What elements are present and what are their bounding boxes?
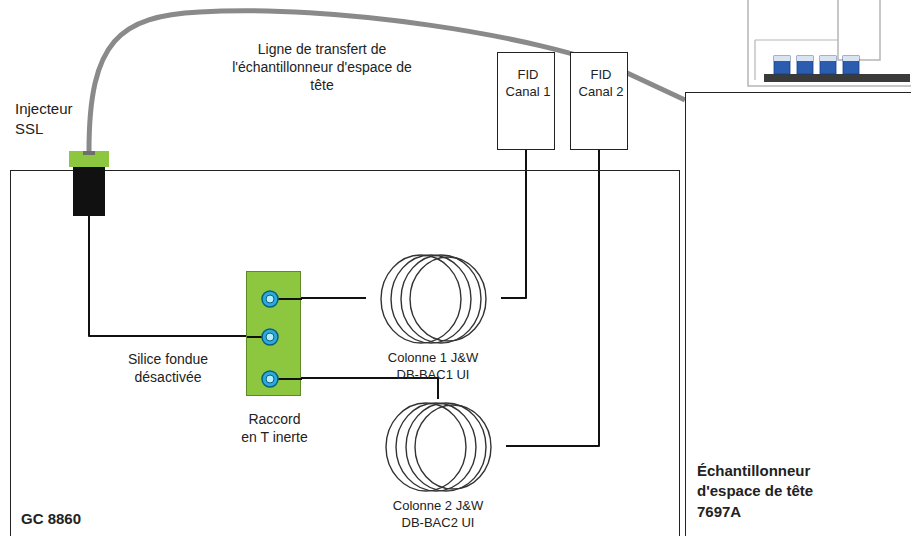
headspace-sampler-box: Échantillonneur d'espace de tête 7697A: [685, 92, 911, 536]
column-coil: [371, 399, 506, 495]
capillary-line: [89, 216, 246, 336]
node-label: FID Canal 2: [575, 67, 627, 101]
fid-detector: FID Canal 2: [570, 52, 628, 150]
injector: Injecteur SSL: [69, 151, 109, 216]
gc-oven-box: GC 8860Injecteur SSLRaccord en T inerteC…: [10, 170, 680, 536]
connector-label: Ligne de transfert de l'échantillonneur …: [222, 40, 422, 95]
column-coil: Colonne 2 J&W DB-BAC2 UI: [371, 399, 506, 535]
inert-tee: Raccord en T inerte: [246, 271, 301, 396]
node-label: Échantillonneur d'espace de tête 7697A: [697, 461, 847, 522]
node-label: FID Canal 1: [502, 67, 554, 101]
tee-ports: [247, 272, 302, 397]
transfer-line: [89, 11, 685, 151]
capillary-line: [301, 297, 366, 299]
injector-body: [69, 151, 109, 216]
capillary-line: [501, 150, 526, 298]
node-label: Raccord en T inerte: [240, 410, 309, 446]
column-coil: Colonne 1 J&W DB-BAC1 UI: [366, 251, 501, 386]
node-label: Colonne 2 J&W DB-BAC2 UI: [388, 498, 488, 532]
column-coil: [366, 251, 501, 347]
node-label: Colonne 1 J&W DB-BAC1 UI: [383, 350, 483, 384]
connector-label: Silice fondue désactivée: [108, 350, 228, 386]
node-label: Injecteur SSL: [15, 99, 83, 138]
capillary-line: [506, 150, 599, 446]
node-label: GC 8860: [21, 509, 81, 529]
fid-detector: FID Canal 1: [497, 52, 555, 150]
